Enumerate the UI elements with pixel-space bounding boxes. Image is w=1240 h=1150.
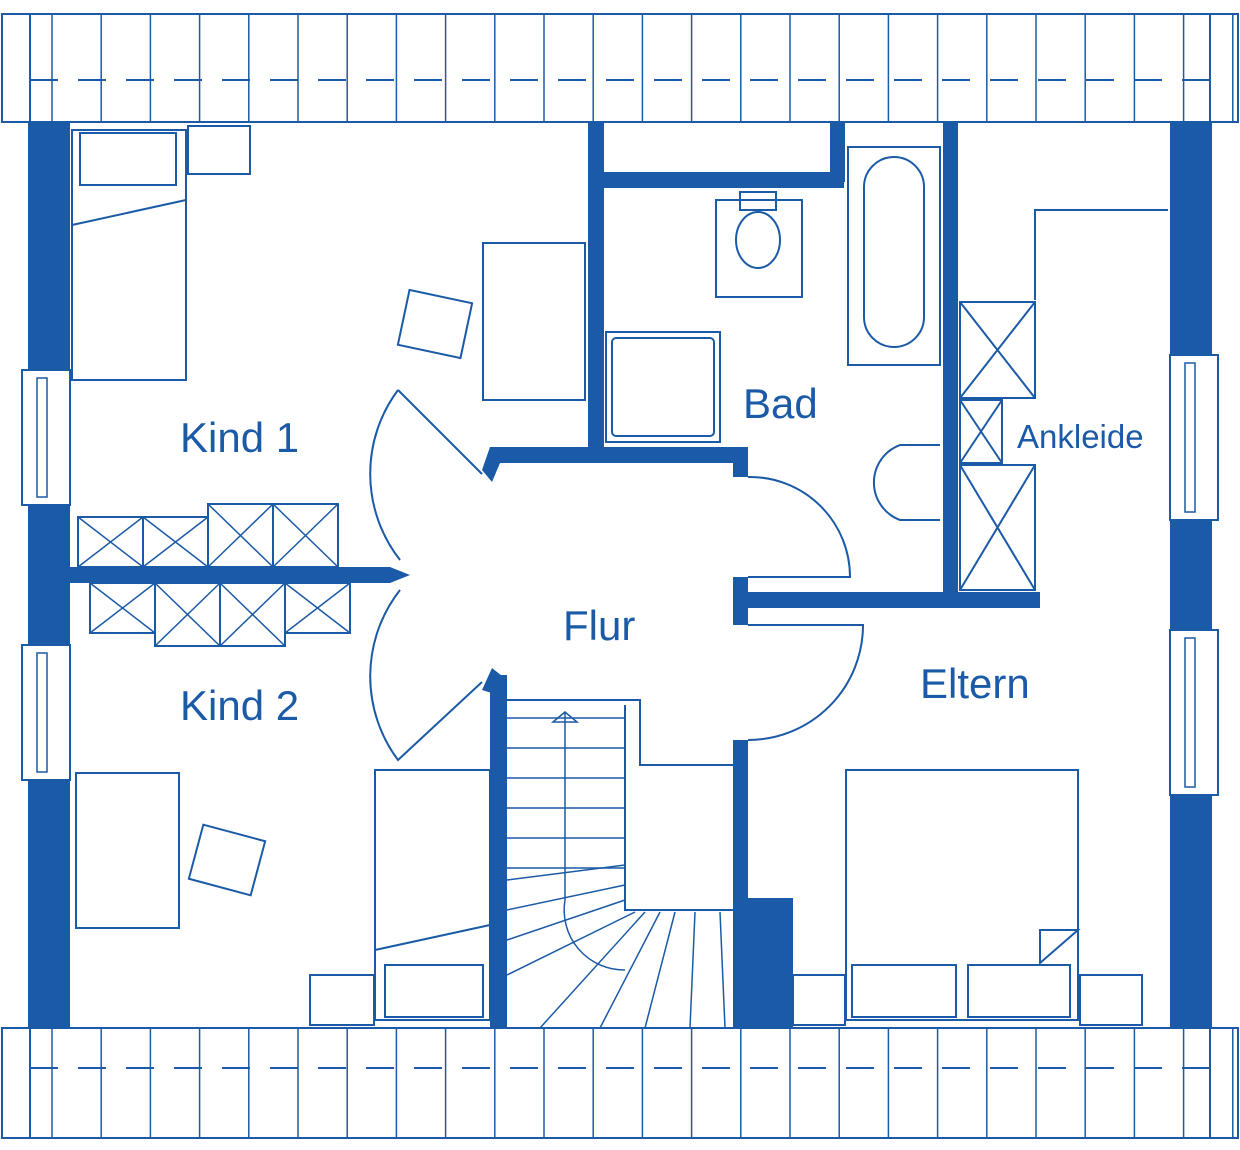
toilet-icon (735, 211, 781, 269)
wardrobe-cross (959, 301, 1036, 399)
radiator (309, 974, 375, 1026)
roof-strip-bottom (1, 1027, 1239, 1139)
stair-step (689, 911, 696, 1029)
wall (70, 567, 390, 583)
ankleide-niche (1034, 209, 1168, 300)
wardrobe-cross (77, 516, 144, 568)
window (21, 644, 71, 781)
stair-walkline (563, 899, 626, 971)
walls (28, 122, 1212, 1028)
radiator (792, 974, 846, 1026)
wall (733, 577, 748, 625)
shower-tray (611, 337, 715, 437)
staircase (506, 699, 733, 1029)
toilet-tank (739, 191, 777, 211)
door-swing (369, 589, 483, 762)
room-label-kind1: Kind 1 (180, 414, 299, 461)
stair-step (599, 911, 661, 1029)
roof-edge (29, 14, 1211, 122)
pillow (79, 132, 177, 186)
wardrobe (959, 399, 1003, 464)
room-label-eltern: Eltern (920, 660, 1030, 707)
desk-kind1 (482, 242, 586, 401)
wardrobe (272, 503, 339, 568)
door-swing (369, 389, 483, 561)
stair-step (719, 911, 726, 1029)
stair-arrow-icon (550, 711, 580, 900)
door-swing (747, 624, 865, 741)
door-swing (747, 475, 852, 578)
window-sash (1184, 362, 1196, 513)
pillow (967, 964, 1071, 1018)
stair-step (506, 911, 636, 976)
window (1169, 354, 1219, 521)
wardrobe (284, 582, 351, 634)
pillow (384, 964, 484, 1018)
wall-joint (390, 447, 507, 695)
wall (748, 898, 793, 1028)
room-label-kind2: Kind 2 (180, 682, 299, 729)
stair-step (506, 884, 626, 911)
bed-fold (71, 199, 187, 226)
bathtub (847, 146, 941, 366)
room-label-ankleide: Ankleide (1017, 418, 1144, 455)
wardrobe (959, 301, 1036, 399)
wardrobe (959, 464, 1036, 591)
window-sash (1184, 637, 1196, 788)
stair-outline (507, 699, 733, 911)
windows (21, 354, 1219, 796)
wardrobe-cross (272, 503, 339, 568)
wall (733, 740, 748, 1028)
furniture (71, 125, 1168, 1026)
room-label-bad: Bad (743, 380, 818, 427)
pillow (851, 964, 957, 1018)
bed-fold (1039, 929, 1081, 966)
wardrobe-cross (154, 582, 221, 647)
chair (396, 288, 474, 360)
stair-step (539, 911, 646, 1029)
wall (28, 122, 70, 1028)
wall (604, 172, 844, 188)
chair (187, 823, 267, 897)
room-label-flur: Flur (563, 602, 635, 649)
stair-step (506, 864, 626, 881)
wardrobe-cross (959, 399, 1003, 464)
radiator (187, 125, 251, 175)
roof-outline (1, 13, 1239, 123)
roof-edge (29, 1028, 1211, 1138)
wardrobe-cross (207, 503, 274, 568)
wardrobe-cross (142, 516, 209, 568)
wall (943, 122, 958, 595)
window-sash (36, 377, 48, 498)
bathtub-inner (863, 156, 925, 348)
wardrobe-cross (284, 582, 351, 634)
wall (748, 592, 1040, 608)
wardrobe-cross (959, 464, 1036, 591)
desk-kind2 (75, 772, 180, 929)
toilet-area (715, 199, 803, 298)
window (21, 369, 71, 506)
window (1169, 629, 1219, 796)
wall (588, 122, 604, 448)
roof-strip-top (1, 13, 1239, 123)
stair-step (644, 911, 676, 1029)
bed-kind1 (71, 129, 187, 381)
double-bed (845, 769, 1079, 1021)
stair-step (506, 899, 626, 941)
wardrobe-cross (219, 582, 286, 647)
wall (1170, 122, 1212, 1028)
wall (490, 447, 748, 463)
wall (830, 122, 845, 182)
radiator (1079, 974, 1143, 1026)
doors (369, 389, 865, 762)
wall (733, 447, 748, 477)
wardrobe-cross (89, 582, 156, 634)
bed-fold (374, 924, 491, 951)
bed-kind2 (374, 769, 491, 1021)
roof-outline (1, 1027, 1239, 1139)
wall (490, 675, 507, 1028)
window-sash (36, 652, 48, 773)
sink-icon (873, 444, 940, 521)
shower (605, 331, 721, 443)
